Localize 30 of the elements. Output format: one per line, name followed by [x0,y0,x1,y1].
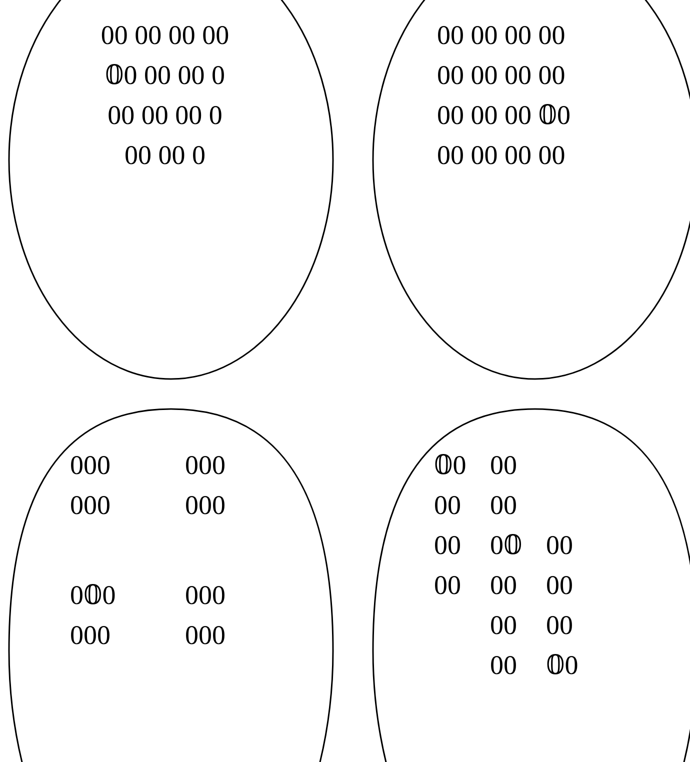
digit-group: 𝟘0 [434,452,490,478]
digit-group: 00 [434,572,490,598]
digit-group: 000 [185,622,245,648]
digit-group: 000 [70,622,185,648]
digit-group: 00 [490,612,546,638]
digit-group: 000 [185,492,245,518]
digit-group: 0𝟘0 [70,582,185,608]
digit-row-text: 00 00 00 00 [437,138,566,172]
digit-group: 00 [546,572,602,598]
digit-row-text: 00 00 00 0 [108,98,222,132]
digit-row-text: 00 00 00 00 [437,58,566,92]
digit-group: 000 [185,582,245,608]
digit-row-text: 00 00 00 𝟘0 [437,98,571,132]
digit-row-text: 00 00 0 [124,138,206,172]
digit-group: 00 [546,612,602,638]
digit-group: 000 [185,452,245,478]
digit-row-text: 𝟘0 00 00 0 [104,58,226,92]
digit-group: 000 [70,452,185,478]
digit-group: 0𝟘 [490,532,546,558]
digit-group: 00 [490,492,546,518]
digit-group: 𝟘0 [546,652,602,678]
digit-group: 00 [490,572,546,598]
digit-group: 00 [490,452,546,478]
digit-group: 000 [70,492,185,518]
digit-group: 00 [434,492,490,518]
digit-group: 00 [434,532,490,558]
digit-group: 00 [546,532,602,558]
digit-group: 00 [490,652,546,678]
digit-row-text: 00 00 00 00 [100,18,230,52]
digit-row-text: 00 00 00 00 [437,18,566,52]
